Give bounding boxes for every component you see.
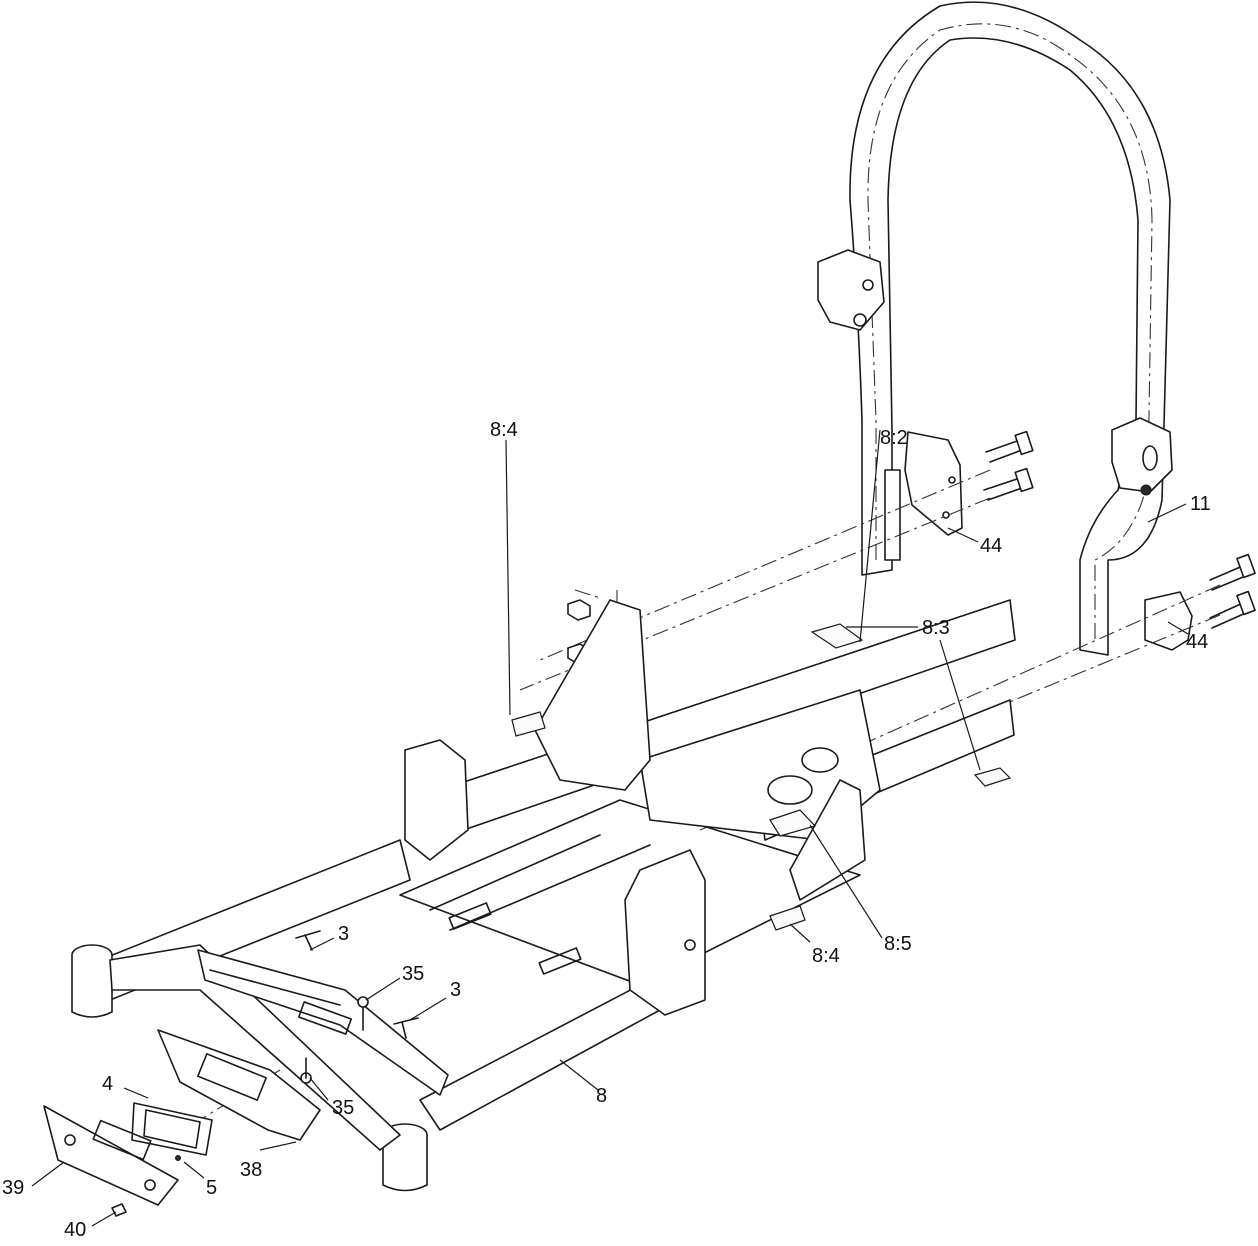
callout-8: 8 (596, 1085, 607, 1107)
main-frame (71, 599, 1016, 1192)
bolt-set-upper (904, 430, 1256, 651)
callout-44-lower: 44 (1186, 631, 1208, 653)
callout-3-left: 3 (338, 923, 349, 945)
callout-3-right: 3 (450, 979, 461, 1001)
front-bumper-assembly (43, 930, 449, 1217)
callout-5: 5 (206, 1177, 217, 1199)
roll-bar (817, 1, 1173, 656)
callout-8-3: 8:3 (922, 617, 950, 639)
callout-4: 4 (102, 1073, 113, 1095)
callout-8-4-upper: 8:4 (490, 419, 518, 441)
callout-40: 40 (64, 1219, 86, 1241)
callout-35-upper: 35 (402, 963, 424, 985)
decals (511, 623, 1012, 931)
callout-39: 39 (2, 1177, 24, 1199)
callout-8-2: 8:2 (880, 427, 908, 449)
callout-8-4-lower: 8:4 (812, 945, 840, 967)
callout-44-upper: 44 (980, 535, 1002, 557)
callout-35-lower: 35 (332, 1097, 354, 1119)
callout-11: 11 (1190, 493, 1211, 515)
leader-lines (31, 429, 1189, 1227)
callout-38: 38 (240, 1159, 262, 1181)
callout-8-5: 8:5 (884, 933, 912, 955)
callout-labels: 11 44 44 8:3 8:2 8:4 8:4 8:5 8 3 3 35 35… (2, 419, 1211, 1241)
